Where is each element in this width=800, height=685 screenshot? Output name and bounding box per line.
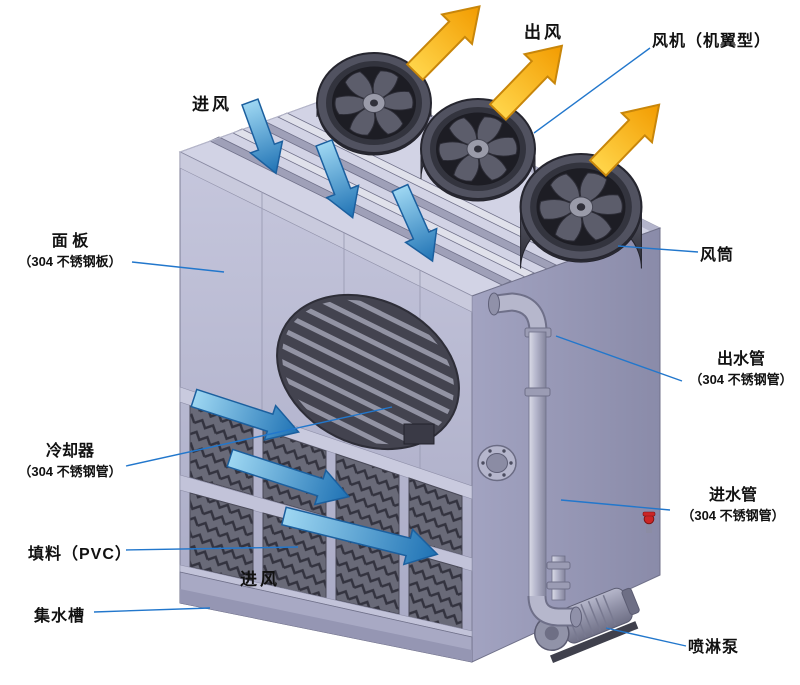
fan-cylinder-leader-line <box>617 245 699 253</box>
leader-lines <box>93 47 699 647</box>
label-outlet-line1: 出水管 <box>716 351 765 368</box>
label-panel: 面 板 （304 不锈钢板） <box>4 231 136 272</box>
air-out-arrow <box>588 103 661 178</box>
label-cooler: 冷却器 （304 不锈钢管） <box>6 441 134 482</box>
fill-opening <box>189 492 254 582</box>
label-filler: 填料（PVC） <box>28 546 132 563</box>
pump-elbow <box>527 595 582 628</box>
label-outlet-line2: （304 不锈钢管） <box>689 372 793 388</box>
panel-leader-line <box>131 261 225 273</box>
filler-leader-line <box>125 546 299 551</box>
air-in-arrow <box>280 506 439 566</box>
front-top-band <box>179 151 473 313</box>
air-in-arrow <box>226 448 351 506</box>
label-cooler-line1: 冷却器 <box>45 443 94 460</box>
fan-blades <box>539 172 623 242</box>
air-in-arrow <box>391 183 438 263</box>
fan-2 <box>420 98 536 202</box>
label-inlet-pipe: 进水管 （304 不锈钢管） <box>670 485 796 526</box>
label-air-in-bottom: 进风 <box>240 570 280 589</box>
inlet-pipe-leader-line <box>560 499 671 511</box>
fan-blades <box>334 70 414 136</box>
outlet-pipe <box>488 292 552 601</box>
water-port-flange <box>477 444 517 482</box>
deck-slat <box>209 136 512 286</box>
spray-pump-leader-line <box>605 627 687 647</box>
air-out-arrows <box>405 5 661 178</box>
label-outlet-pipe: 出水管 （304 不锈钢管） <box>682 349 800 390</box>
air-in-arrow <box>190 388 301 441</box>
water-tank-leader-line <box>93 607 211 613</box>
label-inlet-line2: （304 不锈钢管） <box>681 508 785 524</box>
fan-blades <box>438 116 518 182</box>
fan-1 <box>316 52 432 156</box>
label-panel-line1: 面 板 <box>51 233 89 250</box>
air-in-arrow <box>315 138 360 220</box>
label-air-in-top: 进风 <box>192 95 232 114</box>
fan-leader-line <box>533 47 651 134</box>
water-basin-shadow <box>180 589 472 662</box>
cooler-leader-line <box>125 406 393 467</box>
air-out-arrow <box>488 44 564 122</box>
label-inlet-line1: 进水管 <box>708 487 757 504</box>
label-panel-line2: （304 不锈钢板） <box>18 254 122 270</box>
air-in-top-arrows <box>241 98 438 263</box>
junction-box <box>403 423 435 445</box>
label-spray-pump: 喷淋泵 <box>688 639 740 656</box>
air-out-arrow <box>405 5 481 82</box>
outlet-pipe-leader-line <box>555 335 683 382</box>
label-air-out: 出风 <box>524 23 564 42</box>
label-fan: 风机（机翼型） <box>652 33 772 50</box>
label-fan-cylinder: 风筒 <box>700 247 735 264</box>
drain-valve <box>642 511 656 533</box>
air-in-front-arrows <box>190 388 439 566</box>
air-in-arrow <box>241 98 284 175</box>
label-water-tank: 集水槽 <box>34 608 86 625</box>
riser-pipe <box>546 555 571 601</box>
label-cooler-line2: （304 不锈钢管） <box>18 464 122 480</box>
